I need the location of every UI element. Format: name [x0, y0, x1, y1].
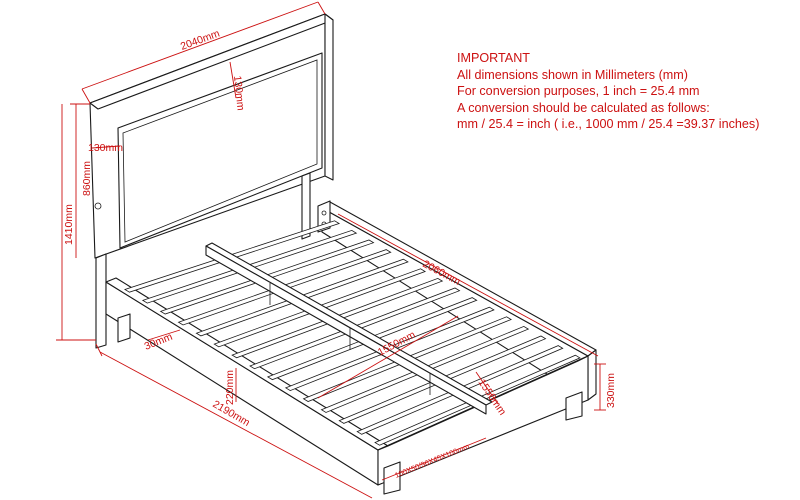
- center-rail: [205, 242, 493, 415]
- dim-headboard-height: 860mm: [81, 161, 93, 196]
- headboard-panel: [117, 52, 323, 249]
- note-line-1: All dimensions shown in Millimeters (mm): [457, 67, 688, 82]
- foot-left: [117, 313, 131, 343]
- dim-panel-inset: 130mm: [88, 142, 123, 154]
- dim-total-height: 1410mm: [63, 204, 75, 245]
- note-line-3: A conversion should be calculated as fol…: [457, 100, 710, 115]
- note-heading: IMPORTANT: [457, 51, 530, 65]
- note-line-2: For conversion purposes, 1 inch = 25.4 m…: [457, 84, 700, 99]
- headboard-legs: [95, 172, 311, 349]
- important-note: IMPORTANT All dimensions shown in Millim…: [457, 50, 792, 133]
- note-line-4: mm / 25.4 = inch ( i.e., 1000 mm / 25.4 …: [457, 117, 760, 132]
- headboard-button-icon: [94, 202, 102, 210]
- headboard: [89, 13, 334, 259]
- foot-right: [565, 391, 583, 421]
- dim-panel-border-top: 130mm: [231, 75, 247, 111]
- dim-headboard-width: 2040mm: [179, 27, 222, 52]
- dim-rail-height: 220mm: [224, 370, 236, 405]
- foot-front: [383, 461, 401, 495]
- dim-floor-clearance: 330mm: [605, 373, 617, 408]
